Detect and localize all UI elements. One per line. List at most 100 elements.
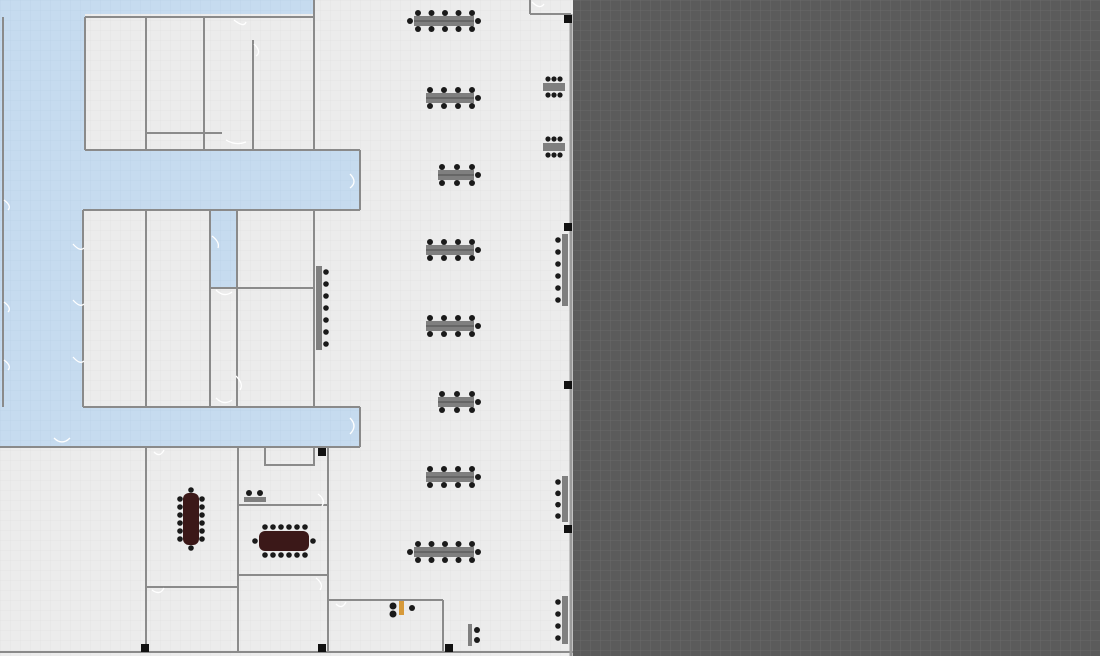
office-chair-icon[interactable]: [188, 545, 194, 551]
office-chair-icon[interactable]: [323, 329, 329, 335]
office-chair-icon[interactable]: [555, 599, 561, 605]
office-chair-icon[interactable]: [455, 557, 462, 563]
office-chair-icon[interactable]: [262, 552, 268, 558]
office-chair-icon[interactable]: [469, 180, 475, 186]
desk-cluster-icon[interactable]: [426, 315, 481, 337]
office-chair-icon[interactable]: [555, 611, 561, 617]
office-chair-icon[interactable]: [545, 76, 551, 82]
office-chair-icon[interactable]: [415, 10, 421, 16]
office-chair-icon[interactable]: [188, 487, 194, 493]
office-chair-icon[interactable]: [199, 520, 205, 526]
office-chair-icon[interactable]: [551, 92, 557, 98]
office-chair-icon[interactable]: [555, 273, 561, 279]
office-chair-icon[interactable]: [454, 180, 460, 186]
office-chair-icon[interactable]: [555, 297, 561, 303]
office-chair-icon[interactable]: [323, 269, 329, 275]
office-chair-icon[interactable]: [310, 538, 316, 544]
office-chair-icon[interactable]: [455, 315, 461, 321]
office-chair-icon[interactable]: [177, 512, 183, 518]
office-chair-icon[interactable]: [475, 474, 481, 480]
office-chair-icon[interactable]: [557, 152, 563, 158]
office-chair-icon[interactable]: [475, 323, 481, 329]
reception-desk[interactable]: [389, 601, 416, 618]
office-chair-icon[interactable]: [475, 399, 481, 405]
wall-desk-icon[interactable]: [555, 596, 568, 644]
office-chair-icon[interactable]: [551, 76, 557, 82]
office-chair-icon[interactable]: [302, 524, 308, 530]
office-chair-icon[interactable]: [455, 466, 461, 472]
desk-cluster-icon[interactable]: [426, 239, 481, 261]
office-chair-icon[interactable]: [323, 281, 329, 287]
office-chair-icon[interactable]: [439, 180, 445, 186]
office-chair-icon[interactable]: [557, 76, 563, 82]
desk-cluster-icon[interactable]: [438, 391, 481, 413]
office-chair-icon[interactable]: [323, 293, 329, 299]
office-chair-icon[interactable]: [469, 10, 475, 16]
office-chair-icon[interactable]: [407, 549, 413, 555]
office-chair-icon[interactable]: [475, 18, 481, 24]
office-chair-icon[interactable]: [441, 239, 447, 245]
office-chair-icon[interactable]: [557, 92, 563, 98]
office-chair-icon[interactable]: [294, 552, 300, 558]
wall-desk-icon[interactable]: [316, 266, 329, 350]
office-chair-icon[interactable]: [545, 136, 551, 142]
office-chair-icon[interactable]: [475, 549, 481, 555]
office-chair-icon[interactable]: [441, 87, 447, 93]
office-chair-icon[interactable]: [555, 623, 561, 629]
office-chair-icon[interactable]: [469, 164, 475, 170]
office-chair-icon[interactable]: [442, 557, 448, 563]
office-chair-icon[interactable]: [323, 341, 329, 347]
office-chair-icon[interactable]: [427, 331, 433, 337]
office-chair-icon[interactable]: [469, 87, 475, 93]
office-chair-icon[interactable]: [323, 317, 329, 323]
office-chair-icon[interactable]: [469, 482, 475, 488]
office-chair-icon[interactable]: [551, 152, 557, 158]
office-chair-icon[interactable]: [441, 482, 447, 488]
office-chair-icon[interactable]: [278, 552, 284, 558]
office-chair-icon[interactable]: [469, 331, 475, 337]
office-chair-icon[interactable]: [455, 10, 462, 16]
office-chair-icon[interactable]: [177, 520, 183, 526]
office-chair-icon[interactable]: [427, 239, 433, 245]
office-chair-icon[interactable]: [270, 524, 276, 530]
office-chair-icon[interactable]: [545, 92, 551, 98]
desk-cluster-icon[interactable]: [426, 87, 481, 109]
office-chair-icon[interactable]: [469, 407, 475, 413]
office-chair-icon[interactable]: [177, 536, 183, 542]
desk-cluster-icon[interactable]: [426, 466, 481, 488]
office-chair-icon[interactable]: [455, 331, 461, 337]
office-chair-icon[interactable]: [439, 407, 445, 413]
office-chair-icon[interactable]: [415, 26, 421, 32]
office-chair-icon[interactable]: [177, 504, 183, 510]
office-chair-icon[interactable]: [469, 26, 475, 32]
office-chair-icon[interactable]: [270, 552, 276, 558]
office-chair-icon[interactable]: [294, 524, 300, 530]
office-chair-icon[interactable]: [199, 528, 205, 534]
office-chair-icon[interactable]: [323, 305, 329, 311]
office-chair-icon[interactable]: [286, 524, 292, 530]
office-chair-icon[interactable]: [199, 536, 205, 542]
office-chair-icon[interactable]: [302, 552, 308, 558]
office-chair-icon[interactable]: [278, 524, 284, 530]
office-chair-icon[interactable]: [427, 482, 433, 488]
office-chair-icon[interactable]: [557, 136, 563, 142]
office-chair-icon[interactable]: [455, 26, 462, 32]
office-chair-icon[interactable]: [455, 482, 461, 488]
conference-table-vertical[interactable]: [177, 487, 205, 551]
desk-cluster-icon[interactable]: [438, 164, 481, 186]
office-chair-icon[interactable]: [441, 103, 447, 109]
office-chair-icon[interactable]: [469, 391, 475, 397]
office-chair-icon[interactable]: [428, 541, 435, 547]
office-chair-icon[interactable]: [469, 255, 475, 261]
conference-table-horizontal[interactable]: [252, 524, 316, 558]
office-chair-icon[interactable]: [427, 87, 433, 93]
desk-pair-icon[interactable]: [543, 76, 565, 98]
office-chair-icon[interactable]: [555, 501, 561, 508]
office-chair-icon[interactable]: [442, 10, 448, 16]
office-chair-icon[interactable]: [199, 512, 205, 518]
office-chair-icon[interactable]: [545, 152, 551, 158]
office-chair-icon[interactable]: [427, 103, 433, 109]
office-chair-icon[interactable]: [455, 541, 462, 547]
office-chair-icon[interactable]: [469, 466, 475, 472]
